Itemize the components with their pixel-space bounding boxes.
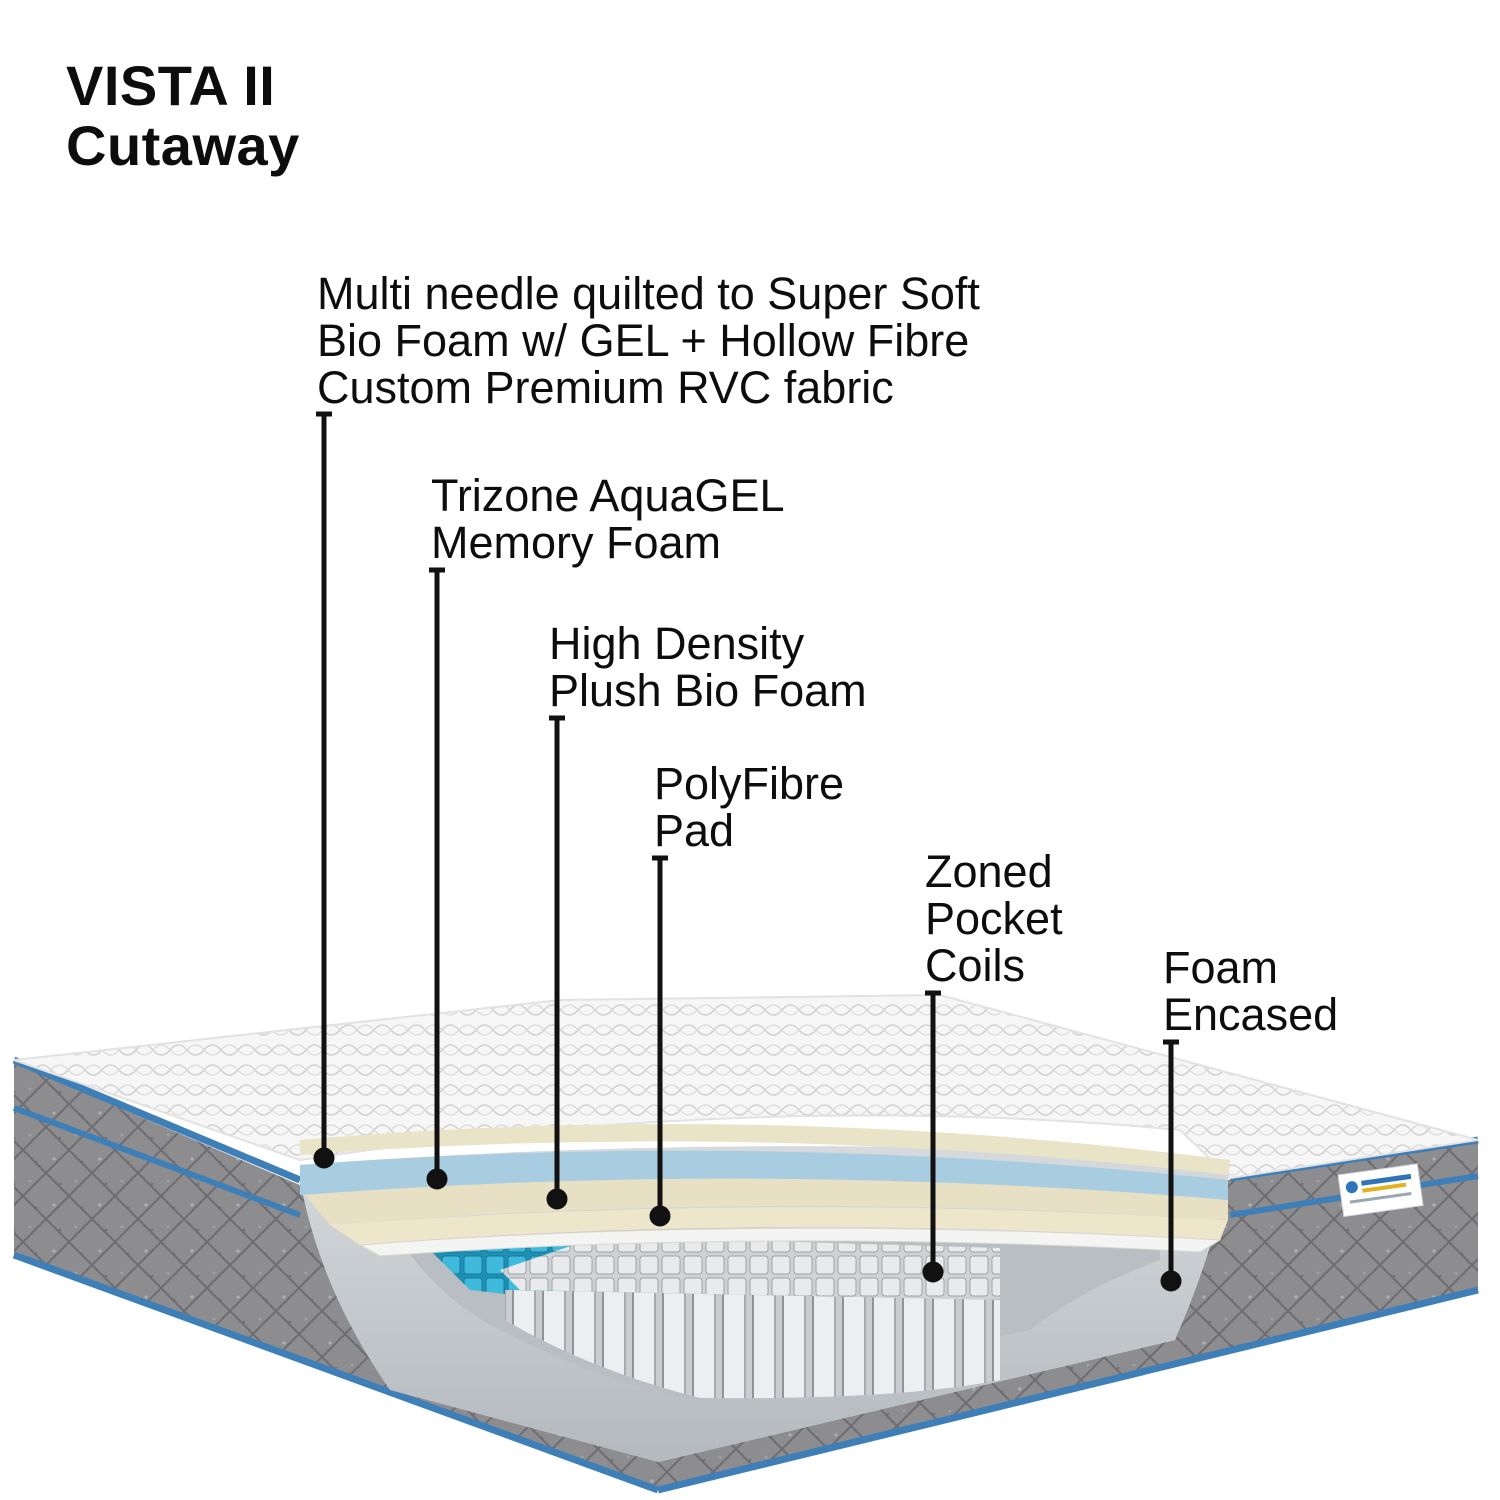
label-line: Plush Bio Foam [549,665,867,716]
coil-zone-top [500,1236,1000,1300]
leader-dot-2 [426,1168,448,1190]
title-line-1: VISTA II [66,54,276,117]
label-line: Memory Foam [431,517,722,568]
leader-dot-1 [313,1147,335,1169]
brand-label [1337,1163,1424,1218]
label-line: Bio Foam w/ GEL + Hollow Fibre [317,315,970,366]
label-line: Multi needle quilted to Super Soft [317,268,980,319]
leader-dot-5 [922,1261,944,1283]
label-line: Pocket [925,893,1063,944]
page-title: VISTA II Cutaway [66,56,300,176]
label-pocket-coils: Zoned Pocket Coils [925,848,1063,989]
leader-dot-6 [1160,1270,1182,1292]
label-line: Trizone AquaGEL [431,470,785,521]
label-line: PolyFibre [654,758,845,809]
leader-dot-3 [546,1188,568,1210]
label-line: Zoned [925,846,1053,897]
label-line: Foam [1163,942,1279,993]
label-foam-encased: Foam Encased [1163,944,1338,1038]
label-memory-foam: Trizone AquaGEL Memory Foam [431,472,785,566]
label-line: Encased [1163,989,1339,1040]
label-line: Pad [654,805,735,856]
layer-bio-foam [305,1178,1228,1225]
label-line: Custom Premium RVC fabric [317,362,894,413]
mattress-side-right [658,1140,1478,1490]
layer-polyfibre [358,1227,1222,1257]
label-line: Coils [925,940,1026,991]
layer-memory-foam [300,1150,1228,1200]
piping-left-top [12,1056,302,1184]
coil-zone-side [505,1290,1000,1399]
title-line-2: Cutaway [66,114,300,177]
piping-left-mid [12,1105,302,1218]
label-quilted-top: Multi needle quilted to Super Soft Bio F… [317,270,980,411]
piping-right-bottom [657,1286,1479,1494]
label-bio-foam: High Density Plush Bio Foam [549,620,867,714]
layer-quilted-top [300,1124,1230,1175]
leader-dot-4 [649,1205,671,1227]
layer-bio-foam-2 [330,1207,1228,1245]
label-line: High Density [549,618,805,669]
label-polyfibre-pad: PolyFibre Pad [654,760,844,854]
piping-left-bottom [12,1251,660,1494]
